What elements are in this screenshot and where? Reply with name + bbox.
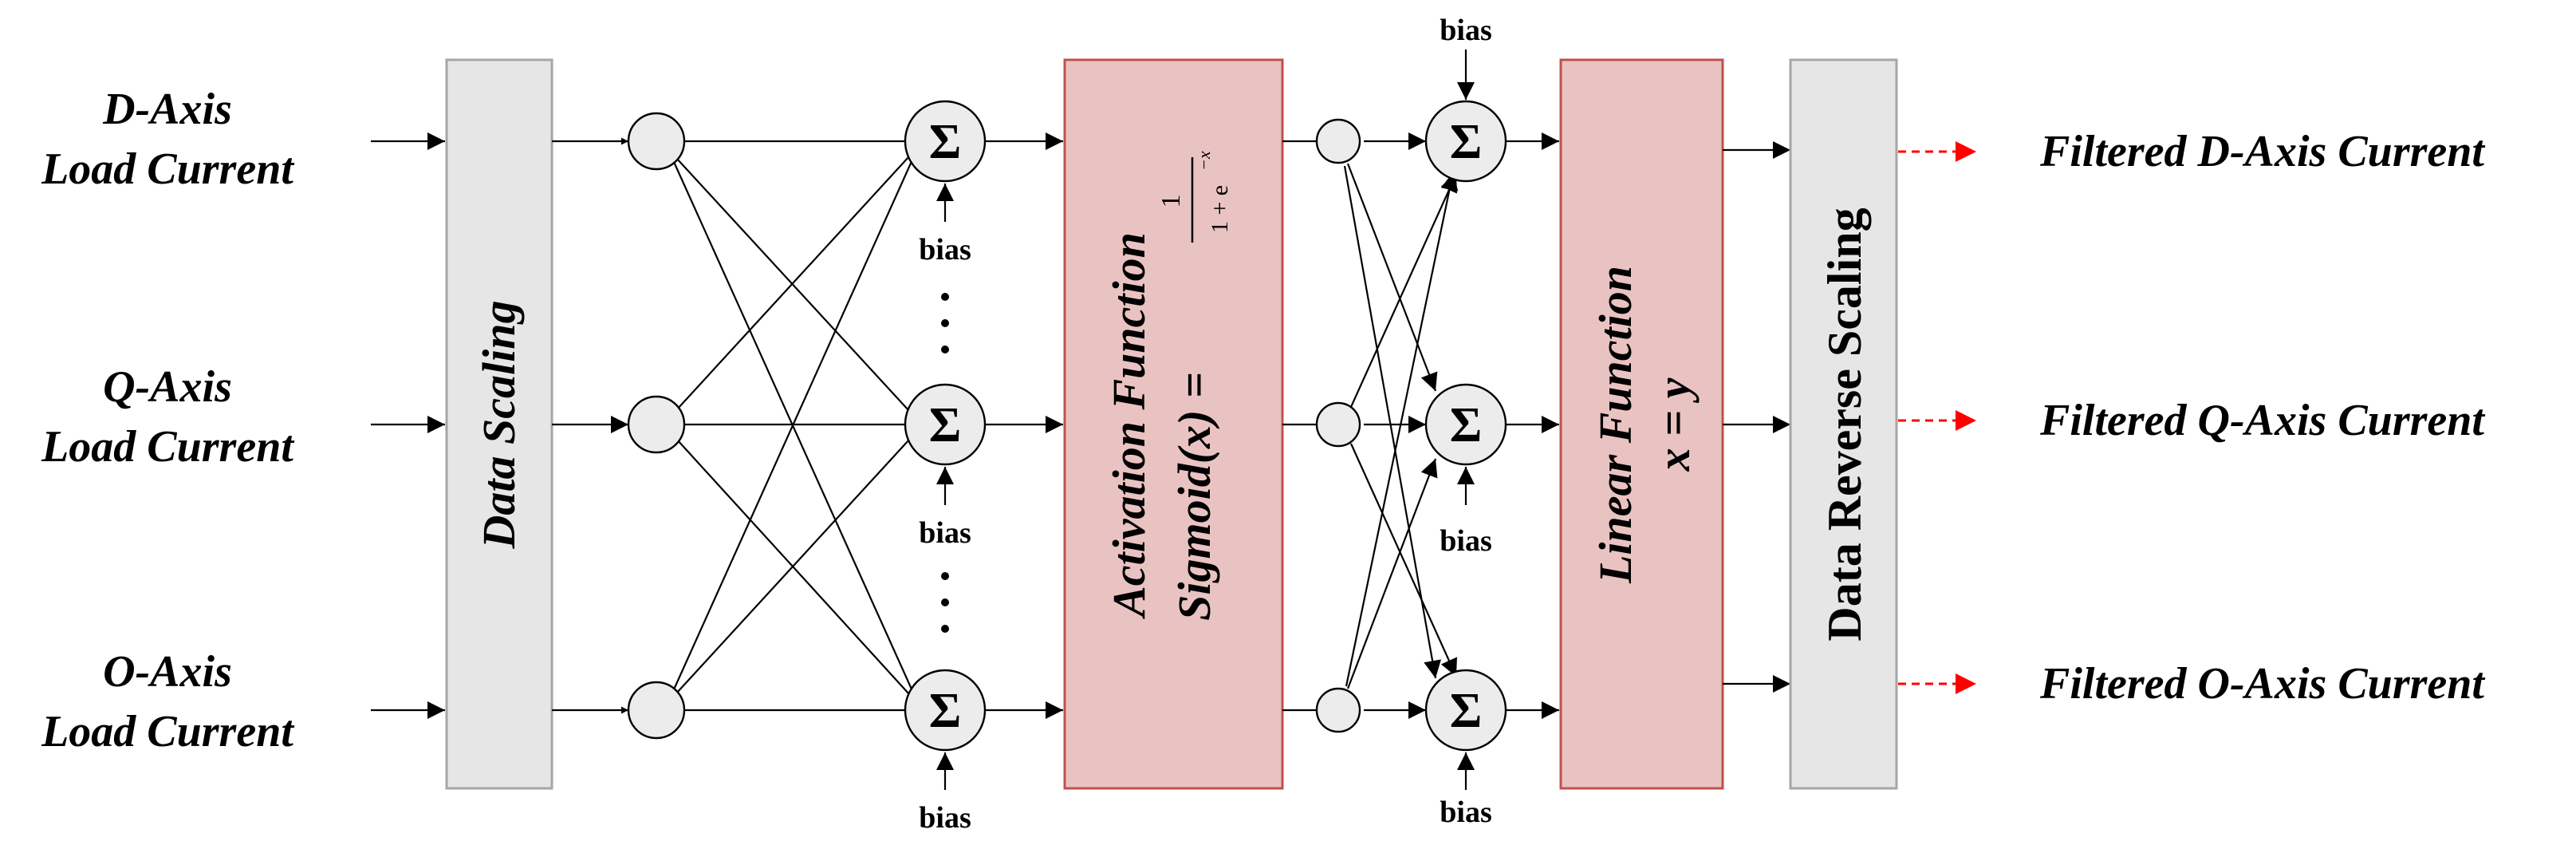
output-to-linear-arrows [1506, 132, 1559, 719]
output-sum-nodes: Σ Σ Σ [1424, 100, 1507, 752]
activation-function-title: Activation Function [1103, 232, 1155, 619]
activation-to-nodes-arrows [1282, 140, 1316, 712]
activation-function-block: Activation Function Sigmoid(x) = 1 1 + e… [1063, 58, 1284, 790]
output-layer-node-3 [1315, 687, 1361, 733]
input-o-axis-line2: Load Current [41, 707, 294, 756]
hidden-bias-label-1: bias [919, 233, 971, 267]
data-scaling-label: Data Scaling [473, 301, 525, 550]
ellipsis-dot [941, 319, 949, 327]
ellipsis-dot [941, 598, 949, 606]
input-d-axis-line1: D-Axis [102, 85, 232, 134]
input-arrows [371, 132, 445, 719]
hidden-bias-label-2: bias [919, 516, 971, 550]
output-o-axis-label: Filtered O-Axis Current [2039, 659, 2485, 709]
data-scaling-box [445, 58, 553, 790]
ellipsis-dot [941, 572, 949, 580]
data-scaling-block: Data Scaling [445, 58, 553, 790]
hidden-bias-group: bias bias bias [919, 184, 971, 835]
output-arrows [1898, 141, 1976, 694]
input-q-axis-line2: Load Current [41, 422, 294, 472]
input-node-3 [627, 681, 686, 740]
data-reverse-scaling-label: Data Reverse Scaling [1818, 207, 1871, 641]
hidden-to-output-connections [1343, 132, 1459, 719]
sigmoid-denominator-base: 1 + e [1207, 185, 1233, 233]
sigmoid-numerator: 1 [1156, 195, 1186, 208]
hidden-ellipsis-group [941, 293, 949, 633]
sigmoid-denominator: 1 + e [1207, 185, 1233, 233]
sigmoid-exponent: −x [1194, 151, 1214, 171]
input-to-hidden-connections [672, 140, 915, 712]
output-sum-symbol-1: Σ [1450, 115, 1483, 169]
linear-to-reverse-arrows [1723, 141, 1790, 693]
input-nodes [627, 112, 686, 740]
data-reverse-scaling-box [1789, 58, 1898, 790]
output-bias-label-1: bias [1440, 14, 1491, 47]
output-bias-label-3: bias [1440, 796, 1491, 829]
ellipsis-dot [941, 346, 949, 353]
output-labels: Filtered D-Axis Current Filtered Q-Axis … [2039, 127, 2485, 709]
ellipsis-dot [941, 293, 949, 301]
input-q-axis-line1: Q-Axis [103, 362, 232, 412]
linear-function-formula: x = y [1648, 377, 1700, 472]
input-d-axis-line2: Load Current [41, 144, 294, 194]
output-bias-label-2: bias [1440, 524, 1491, 558]
output-sum-symbol-3: Σ [1450, 684, 1483, 738]
linear-function-title: Linear Function [1589, 266, 1641, 584]
output-layer-node-2 [1315, 401, 1361, 448]
scaling-to-nodes-arrows [552, 137, 628, 714]
hidden-sum-symbol-3: Σ [929, 684, 962, 738]
input-o-axis-line1: O-Axis [103, 647, 232, 697]
input-node-1 [627, 112, 686, 171]
output-bias-group: bias bias bias [1440, 14, 1491, 829]
data-reverse-scaling-block: Data Reverse Scaling [1789, 58, 1898, 790]
sigmoid-formula: Sigmoid(x) = 1 1 + e −x [1156, 151, 1233, 621]
input-labels: D-Axis Load Current Q-Axis Load Current … [41, 85, 294, 756]
output-sum-symbol-2: Σ [1450, 398, 1483, 452]
hidden-to-activation-arrows [985, 132, 1063, 719]
linear-function-box [1559, 58, 1724, 790]
output-d-axis-label: Filtered D-Axis Current [2039, 127, 2485, 176]
input-node-2 [627, 395, 686, 454]
output-q-axis-label: Filtered Q-Axis Current [2039, 396, 2485, 445]
linear-function-block: Linear Function x = y [1559, 58, 1724, 790]
output-layer-input-nodes [1315, 118, 1361, 733]
sigmoid-formula-prefix: Sigmoid(x) = [1168, 372, 1220, 621]
hidden-sum-symbol-2: Σ [929, 398, 962, 452]
output-layer-node-1 [1315, 118, 1361, 164]
ellipsis-dot [941, 625, 949, 633]
hidden-sum-nodes: Σ Σ Σ [904, 100, 987, 752]
hidden-sum-symbol-1: Σ [929, 115, 962, 169]
activation-function-box [1063, 58, 1284, 790]
hidden-bias-label-3: bias [919, 801, 971, 835]
